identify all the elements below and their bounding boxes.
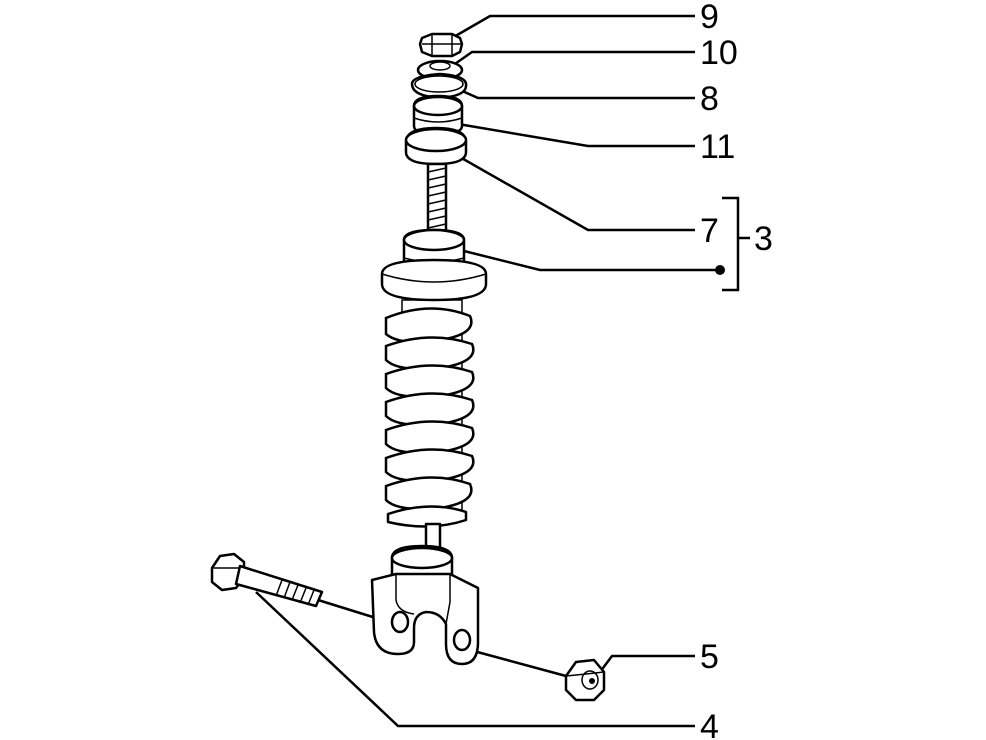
lower-clevis bbox=[370, 572, 480, 666]
cup-washer bbox=[410, 72, 468, 100]
callout-3: 3 bbox=[754, 220, 773, 258]
leader-lines bbox=[255, 14, 750, 728]
callout-11: 11 bbox=[700, 128, 735, 166]
mounting-bolt bbox=[210, 552, 324, 608]
callout-8: 8 bbox=[700, 80, 719, 118]
upper-spring-seat bbox=[380, 228, 488, 302]
lock-nut bbox=[564, 658, 606, 702]
callout-labels: 9 10 8 11 7 3 5 4 bbox=[700, 0, 773, 740]
callout-7: 7 bbox=[700, 212, 719, 250]
top-nut bbox=[418, 32, 464, 58]
callout-5: 5 bbox=[700, 638, 719, 676]
rubber-bushing-upper bbox=[412, 94, 464, 136]
callout-10: 10 bbox=[700, 34, 738, 72]
callout-9: 9 bbox=[700, 0, 719, 36]
callout-4: 4 bbox=[700, 708, 719, 740]
coil-spring bbox=[384, 299, 475, 528]
rubber-bushing-lower bbox=[404, 126, 468, 166]
